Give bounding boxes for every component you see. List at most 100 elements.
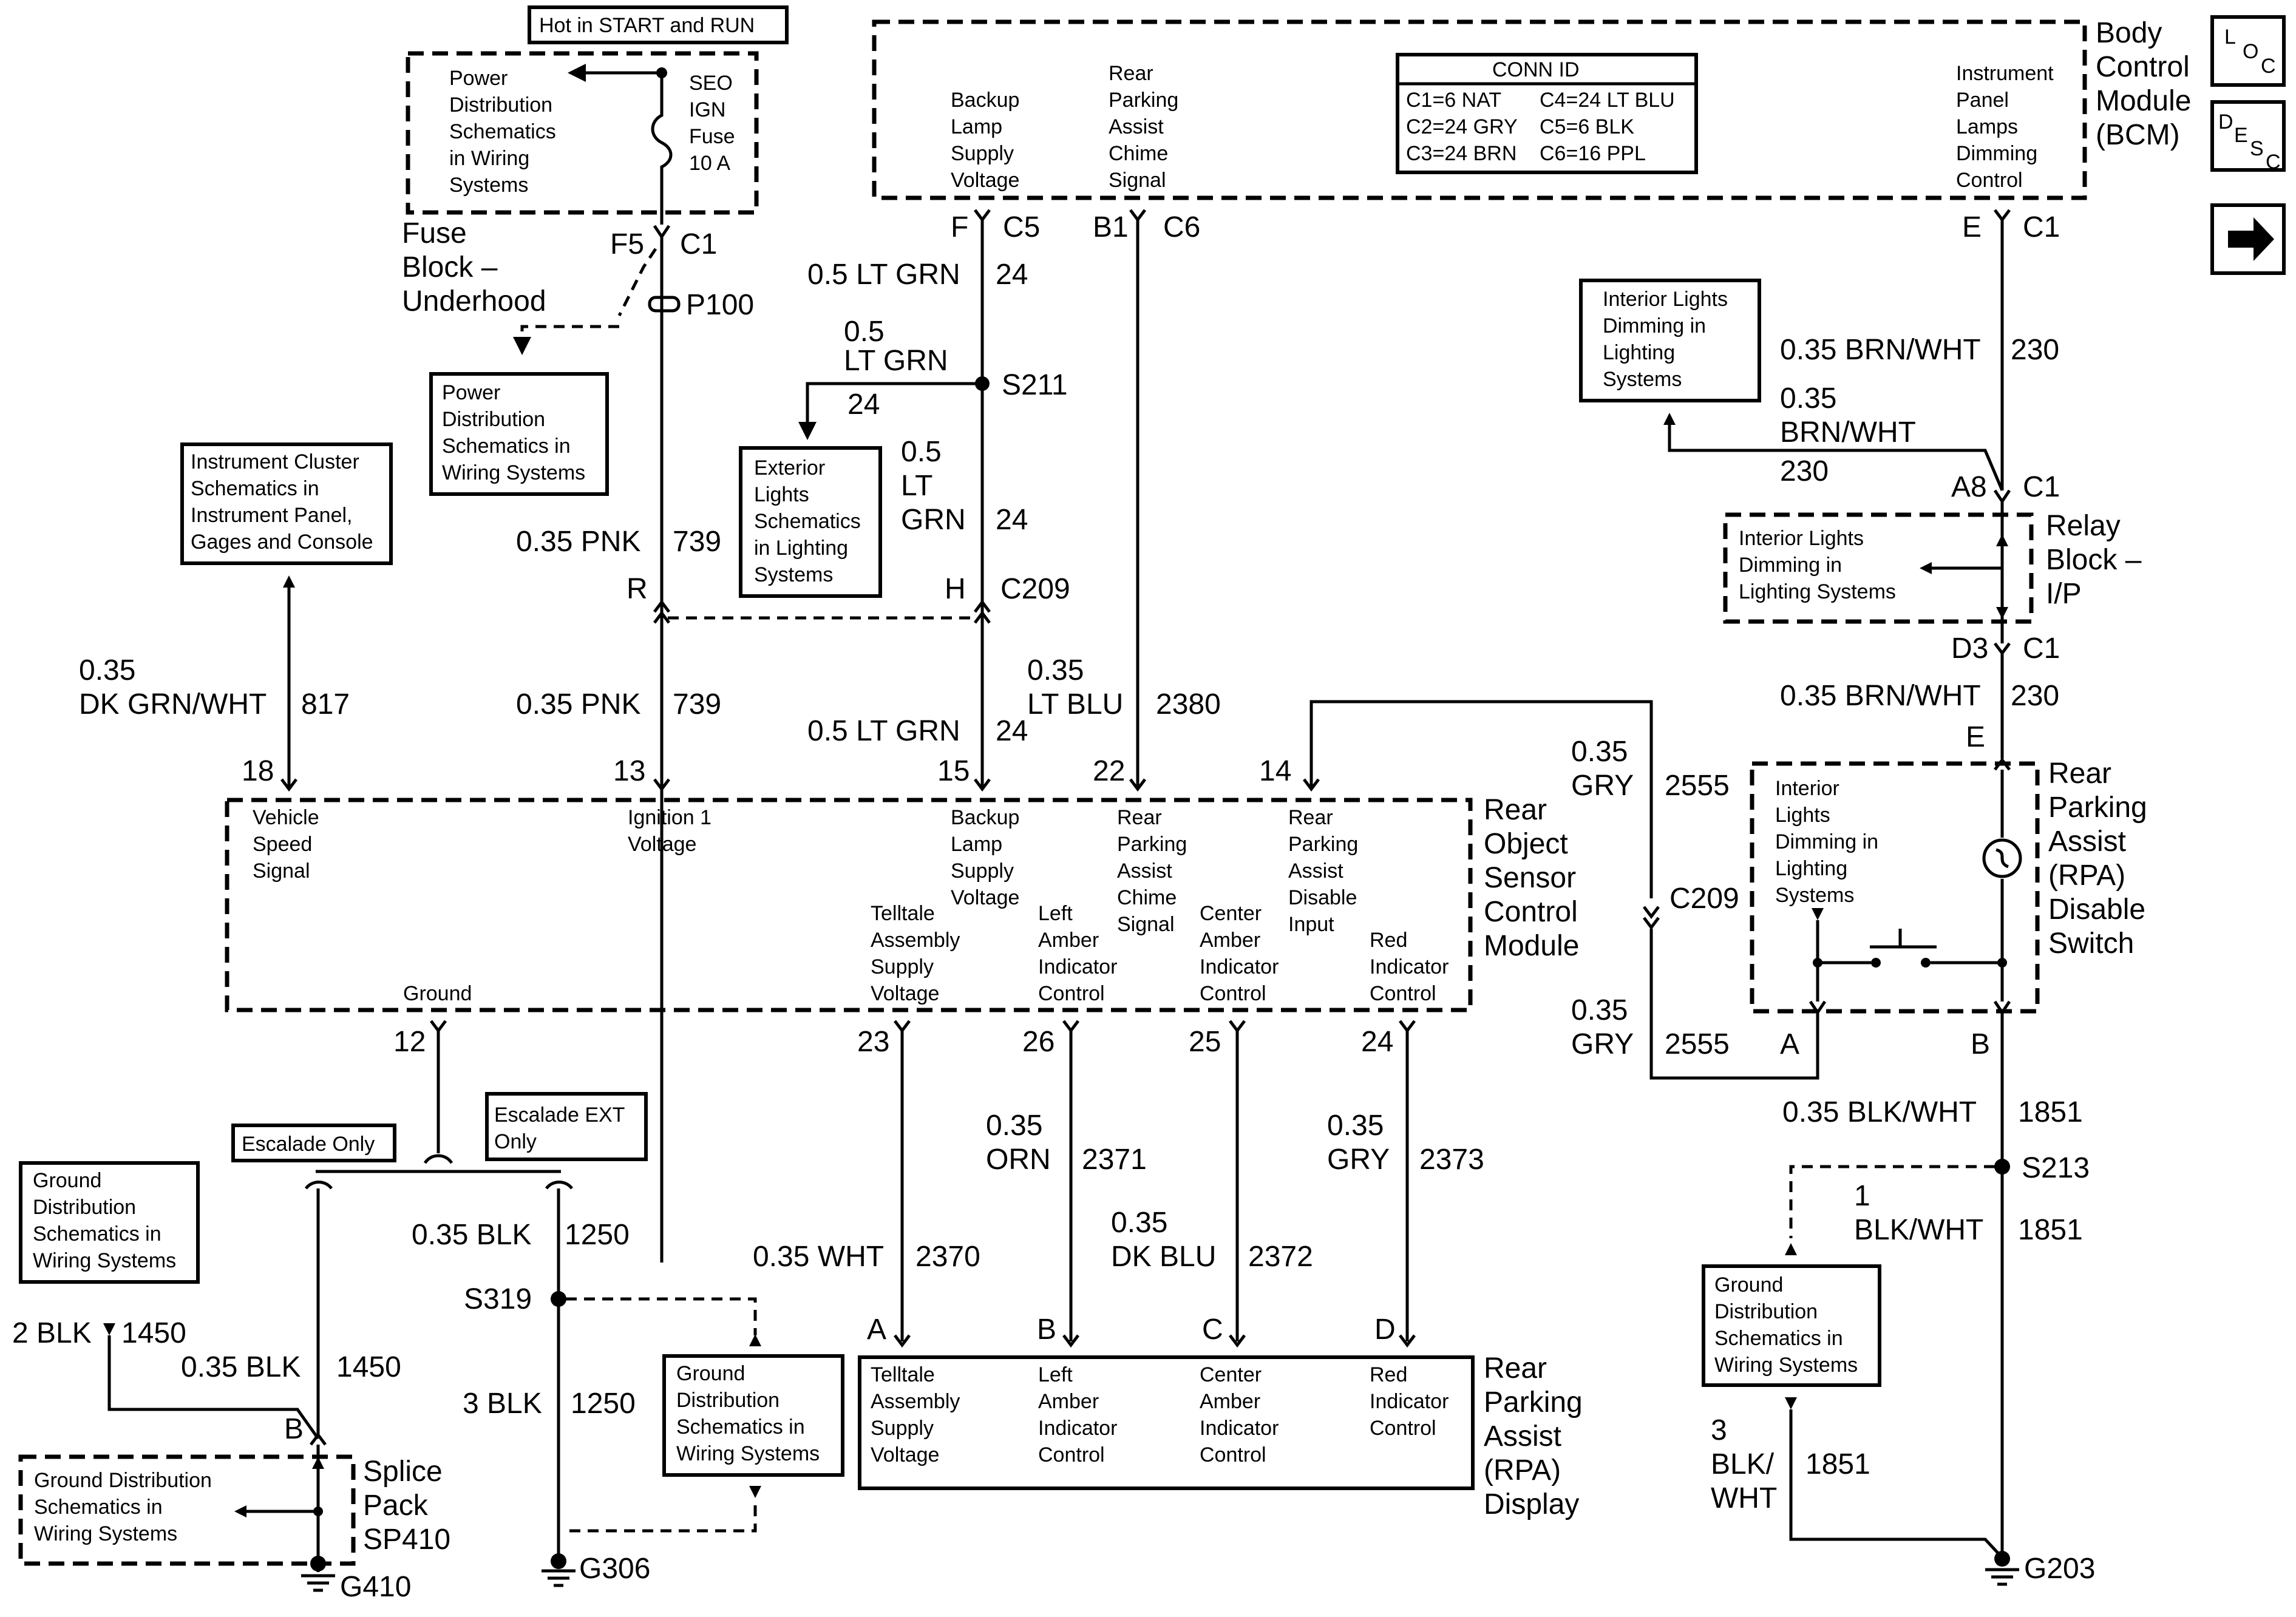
svg-text:Rear: Rear (1484, 794, 1547, 826)
svg-text:Lights: Lights (754, 483, 809, 506)
description-icon[interactable]: D E S C (2210, 100, 2286, 174)
connector-c209-b: C209 (1669, 883, 1739, 915)
svg-text:SP410: SP410 (363, 1524, 450, 1556)
power-distribution-box-2[interactable]: Power Distribution Schematics in Wiring … (429, 372, 609, 496)
ground-dist-box-mid[interactable]: Ground Distribution Schematics in Wiring… (662, 1354, 844, 1477)
pin-f: F (951, 211, 968, 243)
hot-in-start-run-label: Hot in START and RUN (528, 5, 789, 44)
display-telltale-label: Telltale Assembly Supply Voltage (871, 1363, 960, 1466)
svg-text:S: S (2250, 137, 2264, 160)
svg-text:0.35: 0.35 (1571, 994, 1628, 1026)
svg-text:Distribution: Distribution (442, 408, 545, 431)
svg-text:Instrument: Instrument (1956, 62, 2054, 85)
splice-ground-dist-text[interactable]: Ground Distribution Schematics in Wiring… (34, 1469, 212, 1545)
svg-text:Lamp: Lamp (951, 115, 1002, 138)
arrow-down-icon (1812, 908, 1824, 920)
instrument-cluster-box[interactable]: Instrument Cluster Schematics in Instrum… (180, 442, 393, 565)
svg-text:Supply: Supply (951, 142, 1014, 165)
svg-text:C3=24 BRN: C3=24 BRN (1406, 142, 1517, 165)
interior-dimming-box[interactable]: Interior Lights Dimming in Lighting Syst… (1579, 279, 1761, 402)
pin-a8: A8 (1951, 471, 1987, 503)
wire-2371-color: ORN (986, 1144, 1051, 1176)
svg-text:Rear: Rear (1484, 1352, 1547, 1385)
svg-text:Assist: Assist (1109, 115, 1164, 138)
svg-text:Parking: Parking (1484, 1386, 1583, 1419)
ground-dist-box-right[interactable]: Ground Distribution Schematics in Wiring… (1702, 1264, 1881, 1387)
svg-text:WHT: WHT (1711, 1482, 1777, 1514)
next-arrow-icon[interactable] (2210, 203, 2286, 275)
wire-1450-label: 0.35 BLK (181, 1351, 301, 1383)
svg-text:Escalade Only: Escalade Only (242, 1133, 375, 1156)
location-icon[interactable]: L O C (2210, 15, 2286, 87)
svg-text:Schematics: Schematics (754, 510, 861, 533)
svg-text:Input: Input (1288, 913, 1334, 936)
splice-dot-icon (313, 1507, 323, 1516)
svg-text:25: 25 (1189, 1026, 1221, 1058)
svg-text:LT: LT (901, 470, 932, 502)
wire-230-label-1: 0.35 BRN/WHT (1780, 334, 1981, 366)
branch-gauge: 0.5 (844, 316, 885, 348)
svg-text:Lamp: Lamp (951, 833, 1002, 856)
s213-label: S213 (2022, 1152, 2090, 1184)
svg-text:Telltale: Telltale (871, 1363, 935, 1386)
relay-block-box (1723, 512, 2034, 624)
svg-text:Indicator: Indicator (1370, 1390, 1449, 1413)
wire-2380-gauge: 0.35 (1027, 654, 1084, 686)
svg-text:Instrument Cluster: Instrument Cluster (191, 450, 359, 473)
wire-1450-number: 1450 (336, 1351, 401, 1383)
svg-text:Rear: Rear (1117, 806, 1162, 829)
rpa-interior-text[interactable]: Interior Lights Dimming in Lighting Syst… (1775, 777, 1878, 907)
svg-text:0.5: 0.5 (901, 436, 942, 468)
wire-1851-label-3: 3 BLK/ WHT (1711, 1414, 1777, 1514)
svg-text:Interior Lights: Interior Lights (1739, 527, 1864, 550)
svg-text:0.35: 0.35 (1780, 382, 1836, 415)
arrow-down-icon (103, 1323, 115, 1335)
svg-text:Dimming in: Dimming in (1603, 314, 1706, 337)
svg-text:BRN/WHT: BRN/WHT (1780, 416, 1916, 449)
wire-1851-branch (1789, 1409, 2003, 1559)
svg-text:Vehicle: Vehicle (253, 806, 319, 829)
svg-text:Control: Control (2096, 51, 2190, 83)
svg-text:in Wiring: in Wiring (449, 147, 529, 170)
pin-a-switch: A (1780, 1028, 1799, 1060)
disable-switch-icon[interactable] (1813, 929, 2007, 968)
s211-label: S211 (1002, 369, 1068, 401)
svg-text:Control: Control (1038, 982, 1105, 1005)
pin-e-bcm: E (1962, 211, 1982, 243)
wire-24-upper-number: 24 (996, 259, 1028, 291)
relay-interior-text[interactable]: Interior Lights Dimming in Lighting Syst… (1739, 527, 1896, 603)
display-red-label: Red Indicator Control (1370, 1363, 1449, 1440)
chevron-icon (430, 1020, 1416, 1034)
svg-text:Parking: Parking (1109, 89, 1178, 112)
roscm-telltale-label: Telltale Assembly Supply Voltage (871, 902, 960, 1005)
branch-number: 24 (847, 388, 880, 421)
svg-text:Red: Red (1370, 1363, 1407, 1386)
svg-text:Lights: Lights (1775, 804, 1830, 827)
option-bracket-icon (304, 1181, 574, 1190)
connector-c209: C209 (1000, 573, 1070, 605)
svg-text:Only: Only (494, 1130, 537, 1153)
arrow-up-icon (749, 1334, 761, 1346)
display-left-amber-label: Left Amber Indicator Control (1038, 1363, 1117, 1466)
svg-text:13: 13 (613, 755, 645, 787)
svg-text:Amber: Amber (1200, 1390, 1260, 1413)
ground-g203-icon (1985, 1568, 2019, 1586)
escalade-only-tag: Escalade Only (231, 1124, 396, 1162)
arrow-down-icon (1785, 1397, 1797, 1409)
svg-text:Underhood: Underhood (402, 285, 546, 317)
svg-text:Control: Control (1956, 169, 2023, 192)
ground-dist-box-left[interactable]: Ground Distribution Schematics in Wiring… (19, 1161, 200, 1284)
svg-text:Systems: Systems (754, 563, 833, 586)
power-distribution-text-top[interactable]: Power Distribution Schematics in Wiring … (449, 67, 556, 197)
svg-text:0.35: 0.35 (1571, 736, 1628, 768)
svg-text:Signal: Signal (1117, 913, 1175, 936)
svg-text:Rear: Rear (1288, 806, 1333, 829)
svg-text:Backup: Backup (951, 806, 1019, 829)
exterior-lights-box[interactable]: Exterior Lights Schematics in Lighting S… (739, 446, 882, 598)
svg-text:Rear: Rear (1109, 62, 1153, 85)
wire-2555-bot-number: 2555 (1665, 1028, 1730, 1060)
svg-text:Amber: Amber (1200, 929, 1260, 952)
svg-text:Schematics: Schematics (449, 120, 556, 143)
svg-text:Pack: Pack (363, 1490, 429, 1522)
